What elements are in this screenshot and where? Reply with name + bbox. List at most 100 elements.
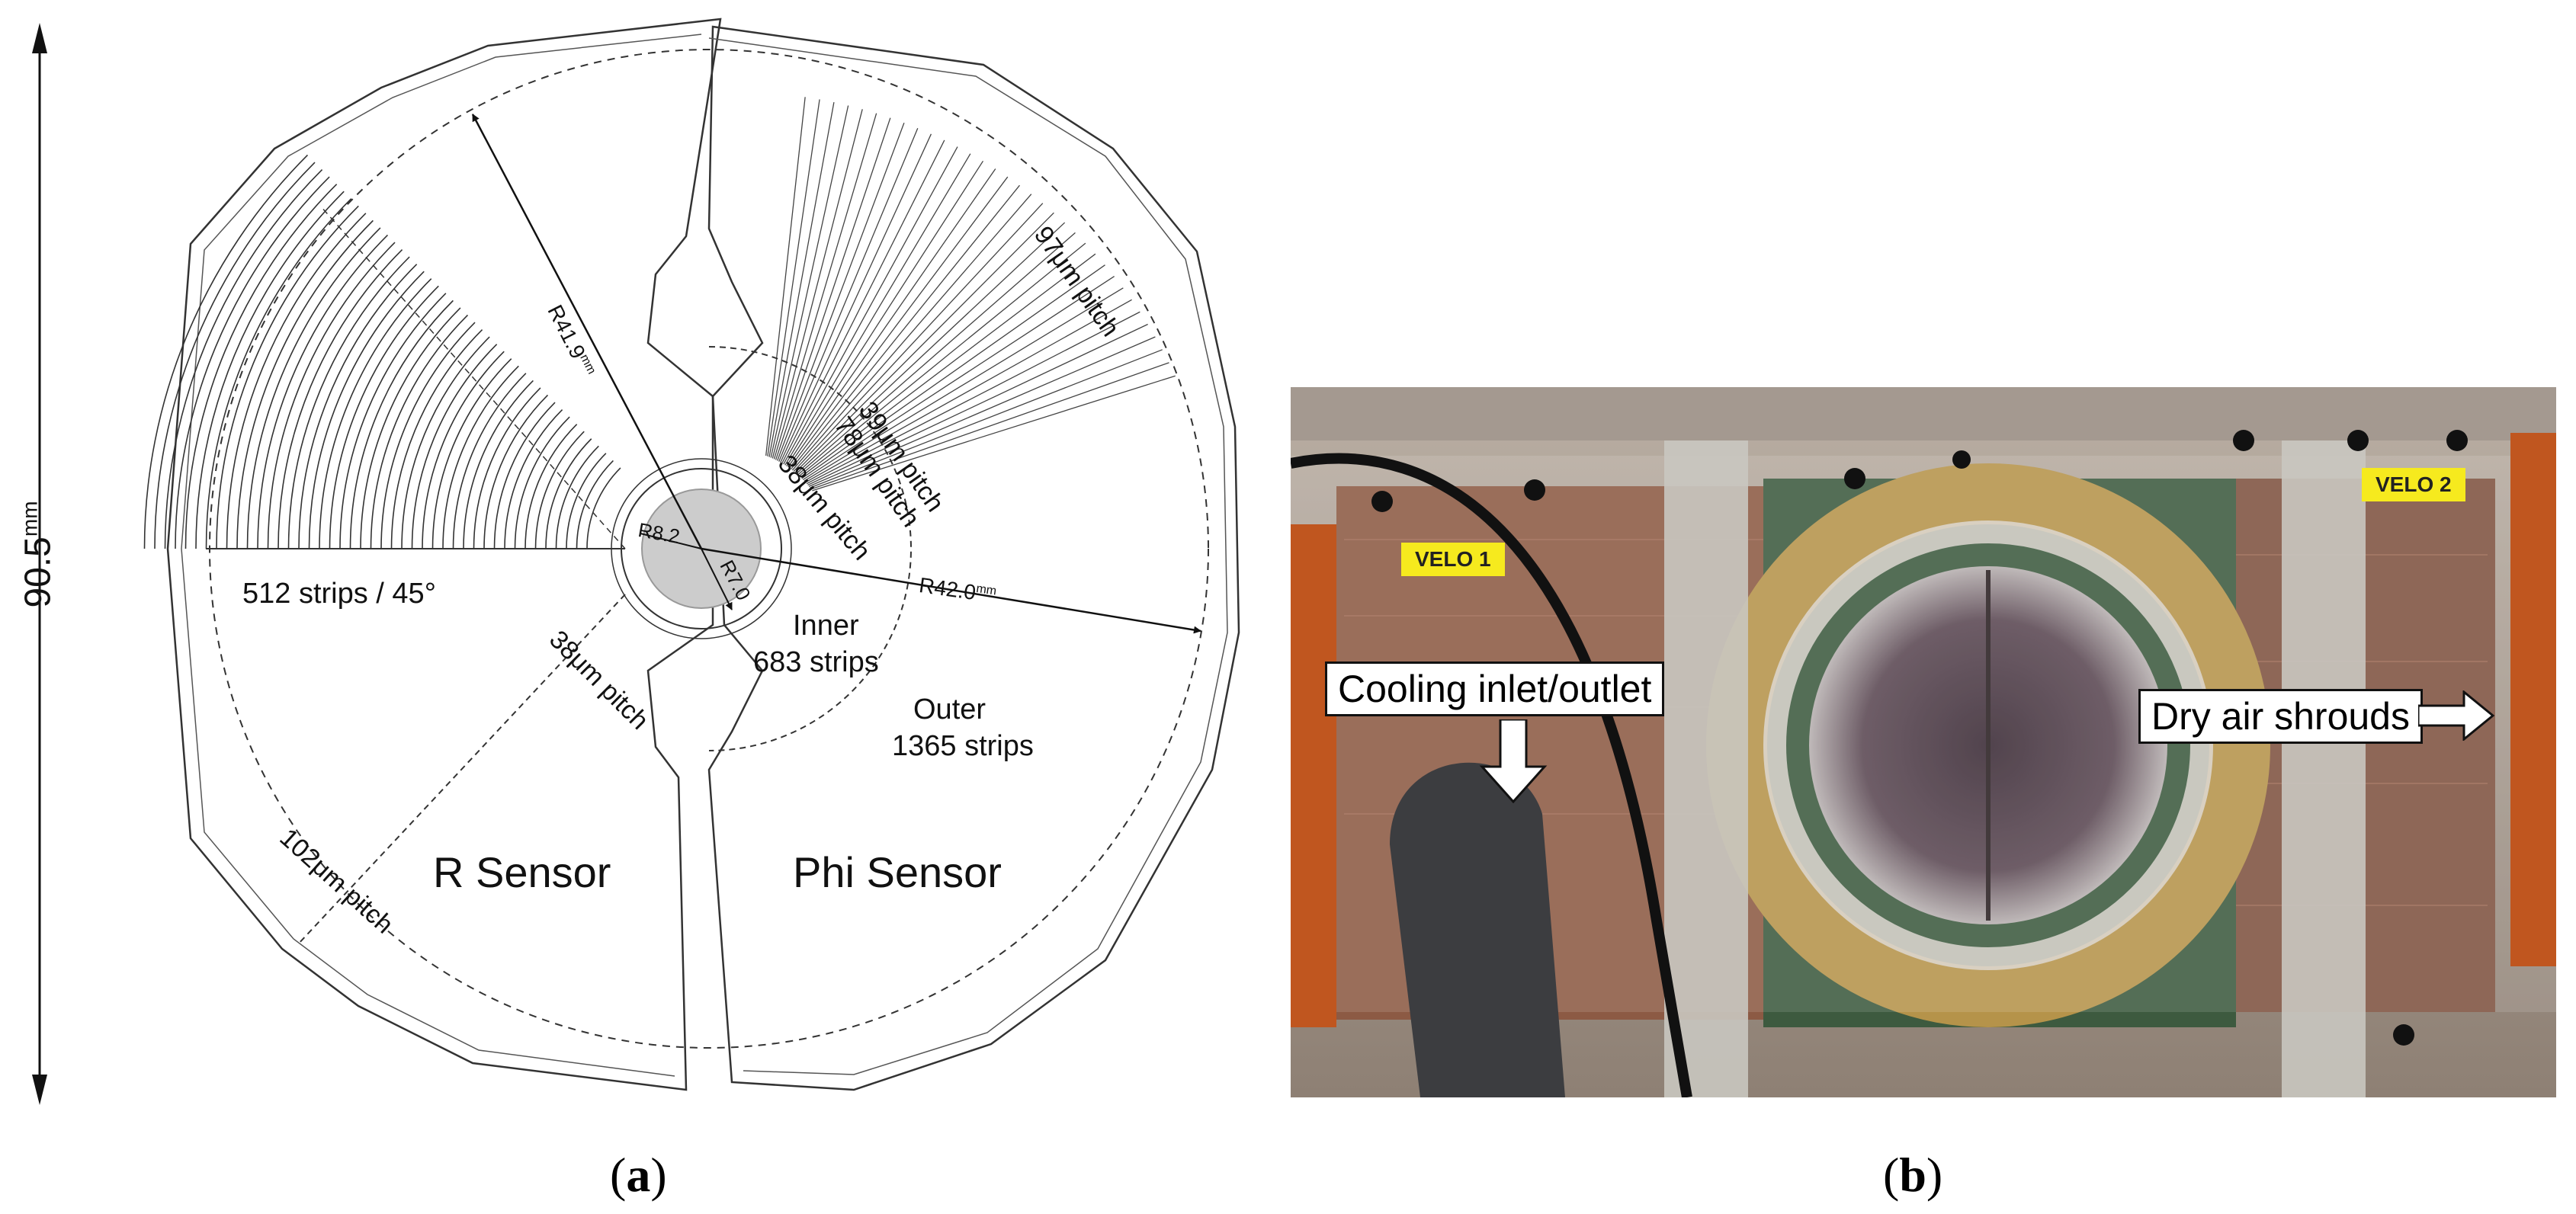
r-strip <box>360 307 461 549</box>
r-strip <box>175 176 330 549</box>
r-strip <box>308 271 425 549</box>
velo2-tag: VELO 2 <box>2362 468 2465 501</box>
phi-sensor-label: Phi Sensor <box>793 848 1002 896</box>
phi-strip <box>780 133 932 463</box>
r-strip <box>380 322 476 549</box>
caption-a: (a) <box>610 1148 667 1202</box>
r-strip <box>143 154 309 549</box>
phi-strip <box>791 184 1020 470</box>
dimension-label: 90.5mm <box>18 501 59 608</box>
phi-strip <box>812 375 1176 492</box>
r-strip <box>555 445 599 549</box>
dry-air-callout: Dry air shrouds <box>2138 689 2423 744</box>
dry-air-arrow-icon <box>2418 690 2494 741</box>
r-strip <box>463 380 534 549</box>
r-strip <box>431 358 512 549</box>
r-strip <box>504 409 563 549</box>
r-strip <box>257 234 389 549</box>
inner-strips-label: 683 strips <box>753 646 879 678</box>
caption-b: (b) <box>1883 1148 1943 1202</box>
r-strip <box>267 242 396 549</box>
r-strip <box>277 248 403 549</box>
velo-photo <box>1291 387 2556 1097</box>
strips-45-label: 512 strips / 45° <box>242 578 436 610</box>
r-strip <box>236 219 374 549</box>
r-sensor-label: R Sensor <box>433 848 611 896</box>
phi-strip <box>786 160 984 466</box>
r-strip <box>246 227 381 549</box>
r-strip <box>195 191 345 549</box>
phi-strip <box>797 232 1076 476</box>
r-strip <box>401 336 490 549</box>
phi-strip <box>808 336 1156 487</box>
phi-strip <box>768 102 835 457</box>
phi-strip <box>772 109 863 459</box>
phi-strip <box>805 299 1132 483</box>
r-strip <box>483 394 549 549</box>
r-strip <box>205 198 352 549</box>
r-strip <box>154 162 316 549</box>
phi-strip <box>810 349 1163 488</box>
phi-strip <box>806 311 1140 485</box>
phi-strip <box>783 146 958 465</box>
phi-strip <box>802 276 1115 481</box>
phi-strip <box>781 139 945 464</box>
velo1-tag: VELO 1 <box>1401 543 1505 576</box>
r-strip <box>514 416 570 549</box>
phi-strip <box>770 105 849 458</box>
r-strip <box>298 264 418 549</box>
phi-sensor-outline <box>707 25 1240 1091</box>
phi-strip <box>793 203 1044 472</box>
r-strip <box>525 424 578 549</box>
r-sensor-outline <box>166 18 722 1091</box>
phi-strip <box>784 153 971 466</box>
r-strip <box>473 387 541 549</box>
phi-strip <box>801 264 1105 479</box>
r-strip <box>329 285 439 549</box>
phi-strip <box>804 287 1124 482</box>
r-strip <box>216 205 359 549</box>
phi-strip <box>775 117 891 460</box>
r-strip <box>534 431 585 549</box>
outer-strips-label: 1365 strips <box>892 730 1034 762</box>
sensor-diagram <box>32 18 1240 1105</box>
r-strip <box>226 213 367 549</box>
inner-label: Inner <box>793 610 859 642</box>
cooling-arrow-icon <box>1479 719 1548 803</box>
r-strip <box>452 373 527 549</box>
r42-arrow <box>701 547 1201 634</box>
phi-strip <box>810 362 1169 490</box>
r-sensor-strips <box>143 154 621 549</box>
r-strip <box>339 293 447 549</box>
r-strip <box>576 460 614 549</box>
phi-strip <box>798 242 1086 477</box>
r-strip <box>287 256 410 549</box>
phi-strip <box>773 113 877 460</box>
phi-strip <box>789 176 1009 469</box>
phi-sensor-strips <box>765 97 1176 492</box>
r-strip <box>411 344 498 549</box>
r-strip <box>319 278 432 549</box>
phi-strip <box>788 168 996 468</box>
r-strip <box>566 453 607 549</box>
cooling-callout: Cooling inlet/outlet <box>1325 661 1665 716</box>
r-strip <box>545 438 592 549</box>
phi-strip <box>807 323 1148 486</box>
r41-arrow <box>471 114 703 549</box>
phi-strip <box>765 97 806 456</box>
phi-strip <box>778 128 919 462</box>
r-strip <box>422 351 505 549</box>
phi-strip <box>794 212 1054 473</box>
phi-strip <box>791 194 1032 471</box>
phi-strip <box>777 122 905 461</box>
phi-strip <box>800 253 1096 478</box>
r-strip <box>349 299 454 549</box>
r-strip <box>184 184 338 549</box>
r-strip <box>390 328 483 549</box>
phi-strip <box>796 222 1066 474</box>
r-strip <box>442 365 519 549</box>
outer-label: Outer <box>913 693 986 726</box>
r-strip <box>370 314 469 549</box>
r-strip <box>493 402 556 549</box>
